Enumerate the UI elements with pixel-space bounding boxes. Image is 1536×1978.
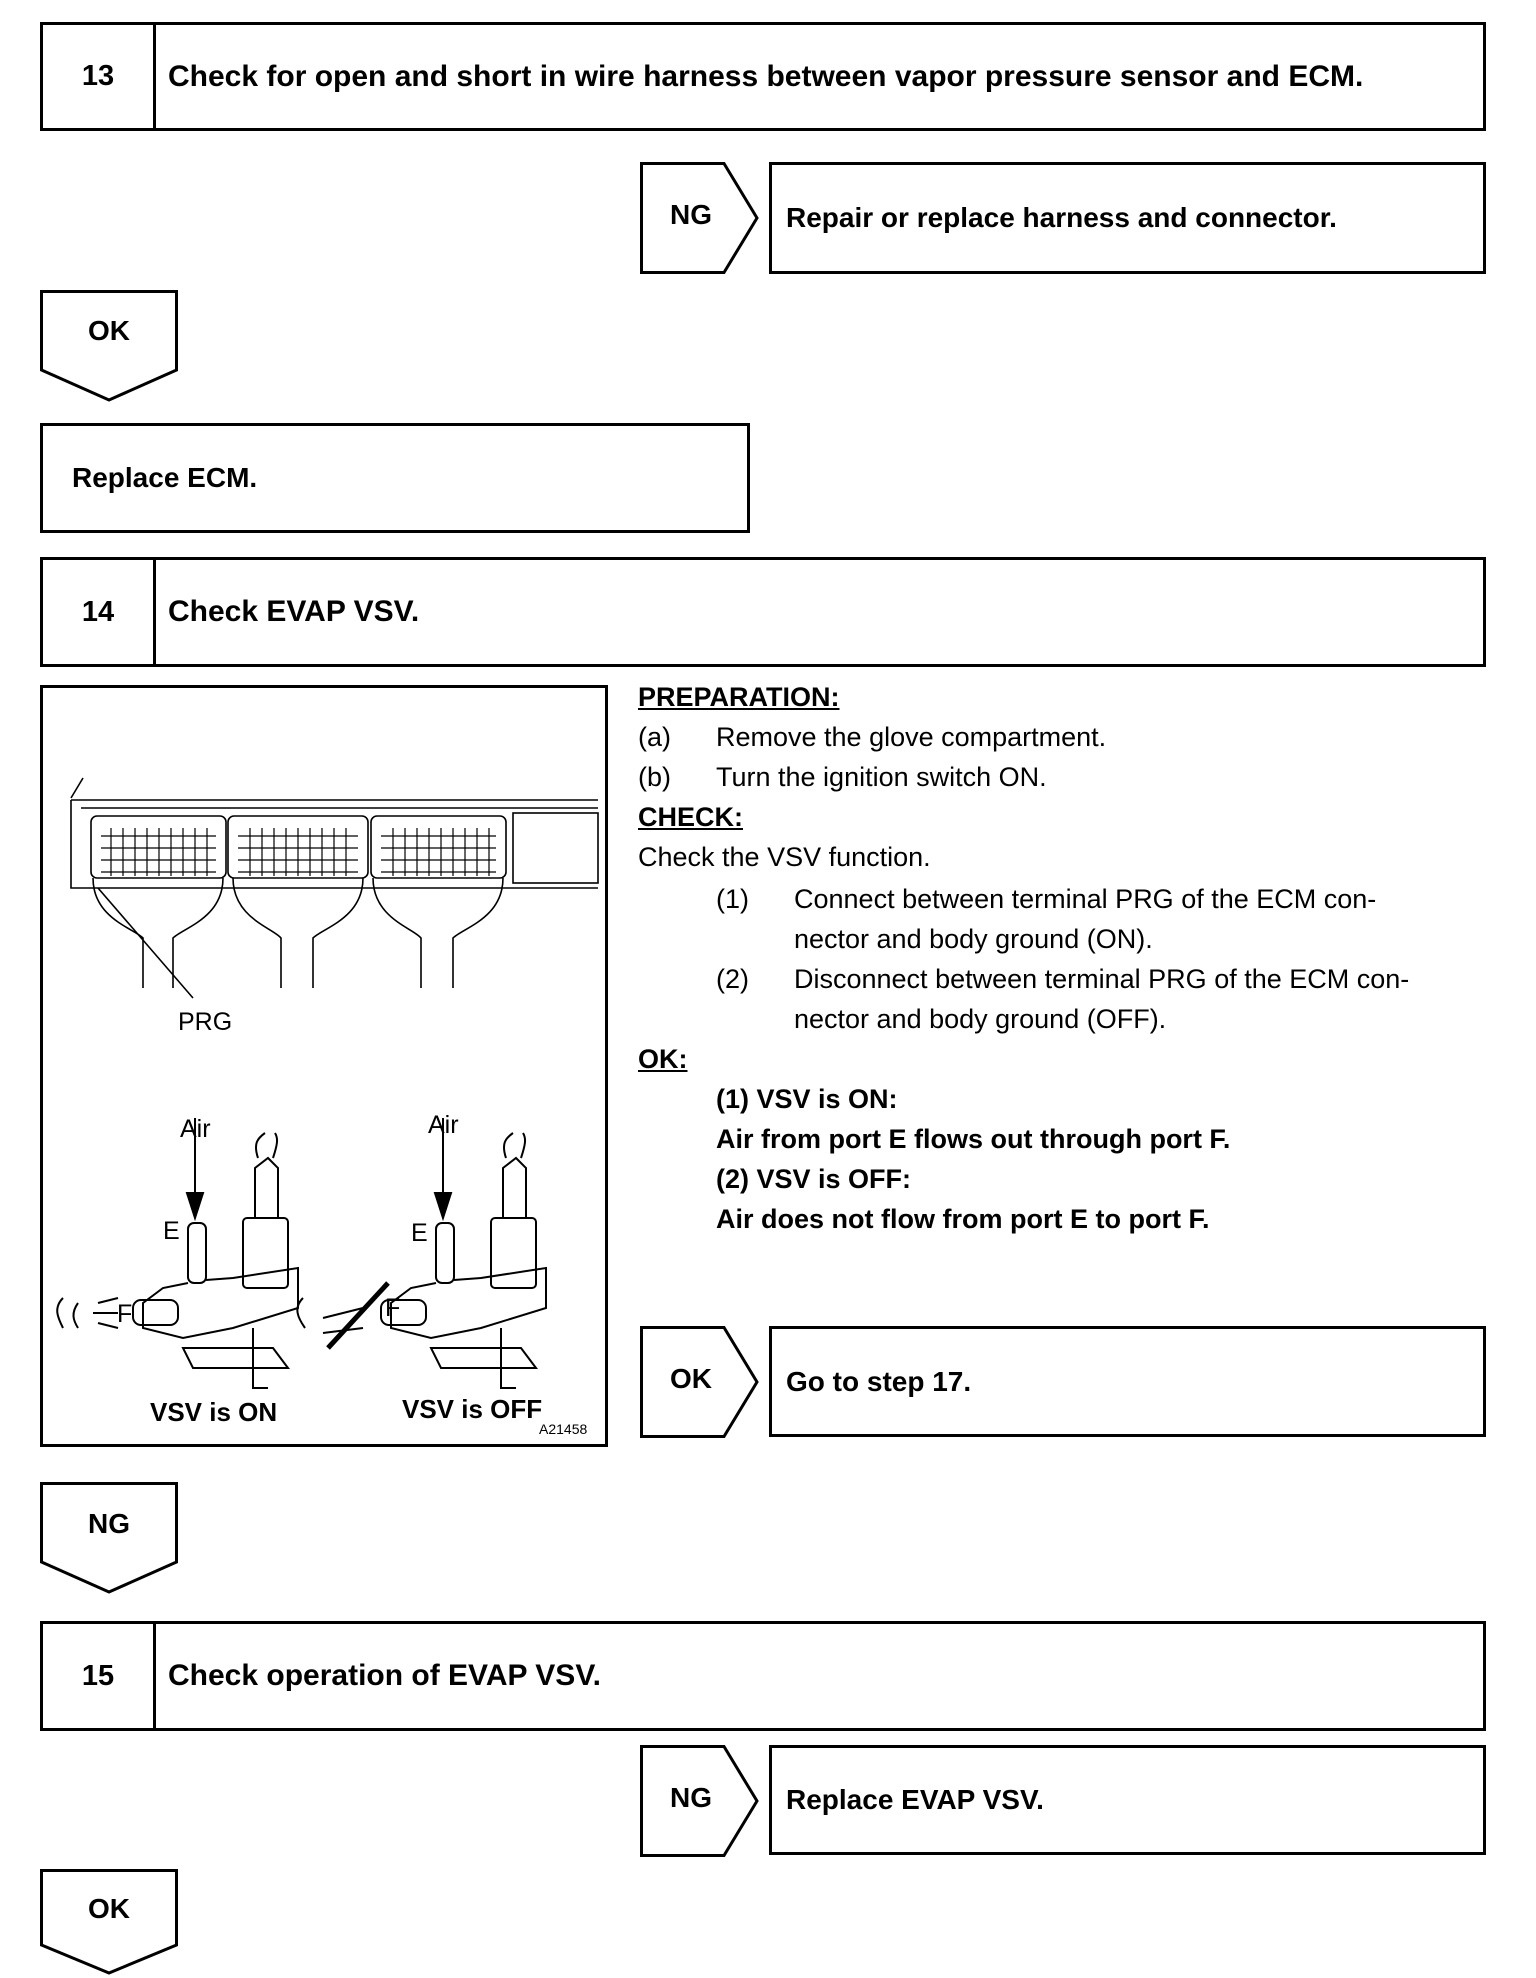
air-label-left: Air bbox=[180, 1115, 211, 1143]
step-14-ok-result: Go to step 17. bbox=[769, 1326, 1486, 1437]
figure-id: A21458 bbox=[539, 1421, 588, 1437]
prep-a-text: Remove the glove compartment. bbox=[716, 722, 1107, 752]
port-f-label-right: F bbox=[385, 1294, 401, 1322]
step-14-ng-label: NG bbox=[88, 1508, 130, 1539]
step-13-ng-arrow bbox=[640, 162, 759, 274]
check-1-marker: (1) bbox=[716, 884, 749, 914]
step-15-ng-result-text: Replace EVAP VSV. bbox=[786, 1784, 1044, 1815]
port-f-label-left: F bbox=[117, 1300, 133, 1328]
ecm-connector-illustration bbox=[56, 777, 599, 1389]
step-15-ok-arrow bbox=[40, 1869, 178, 1975]
step-13-ok-arrow bbox=[40, 290, 178, 402]
vsv-figure: PRG Air Air E E F F VSV is ON VSV is OFF… bbox=[40, 685, 608, 1447]
ok-line-3: (2) VSV is OFF: bbox=[716, 1164, 912, 1194]
step-15-ng-result: Replace EVAP VSV. bbox=[769, 1745, 1486, 1855]
ok-line-4: Air does not flow from port E to port F. bbox=[716, 1204, 1210, 1234]
step-15-title: Check operation of EVAP VSV. bbox=[168, 1659, 601, 1692]
step-13-ng-result-text: Repair or replace harness and connector. bbox=[786, 202, 1337, 233]
step-14-ng-arrow bbox=[40, 1482, 178, 1594]
prg-terminal-label: PRG bbox=[178, 1008, 233, 1036]
check-1-line1: Connect between terminal PRG of the ECM … bbox=[794, 884, 1377, 914]
ok-line-1: (1) VSV is ON: bbox=[716, 1084, 898, 1114]
caption-vsv-off: VSV is OFF bbox=[402, 1394, 543, 1424]
step-15-ok-label: OK bbox=[88, 1893, 130, 1924]
ok-line-2: Air from port E flows out through port F… bbox=[716, 1124, 1231, 1154]
step-15-header: 15 Check operation of EVAP VSV. bbox=[40, 1621, 1486, 1731]
step-14-ok-label: OK bbox=[670, 1363, 712, 1394]
step-13-ng-label: NG bbox=[670, 199, 712, 230]
ok-heading: OK: bbox=[638, 1044, 688, 1074]
port-e-label-right: E bbox=[411, 1219, 428, 1247]
step-13-number: 13 bbox=[43, 25, 156, 128]
step-13-header: 13 Check for open and short in wire harn… bbox=[40, 22, 1486, 131]
preparation-heading: PREPARATION: bbox=[638, 682, 840, 712]
check-1-line2: nector and body ground (ON). bbox=[794, 924, 1153, 954]
step-14-ok-result-text: Go to step 17. bbox=[786, 1365, 972, 1397]
step-14-title: Check EVAP VSV. bbox=[168, 595, 420, 628]
check-2-line1: Disconnect between terminal PRG of the E… bbox=[794, 964, 1410, 994]
caption-vsv-on: VSV is ON bbox=[150, 1397, 278, 1427]
check-2-line2: nector and body ground (OFF). bbox=[794, 1004, 1167, 1034]
check-2-marker: (2) bbox=[716, 964, 749, 994]
step-13-title: Check for open and short in wire harness… bbox=[168, 59, 1364, 93]
step-14-header: 14 Check EVAP VSV. bbox=[40, 557, 1486, 667]
step-14-number: 14 bbox=[43, 560, 156, 664]
prep-a-marker: (a) bbox=[638, 722, 671, 752]
step-15-ng-arrow bbox=[640, 1745, 759, 1857]
check-heading: CHECK: bbox=[638, 802, 743, 832]
prep-b-text: Turn the ignition switch ON. bbox=[716, 762, 1047, 792]
step-13-ok-label: OK bbox=[88, 315, 130, 346]
port-e-label-left: E bbox=[163, 1217, 180, 1245]
step-13-ok-result-text: Replace ECM. bbox=[72, 462, 258, 493]
prep-b-marker: (b) bbox=[638, 762, 671, 792]
step-13-ng-result: Repair or replace harness and connector. bbox=[769, 162, 1486, 274]
step-14-ok-arrow bbox=[640, 1326, 759, 1438]
check-intro: Check the VSV function. bbox=[638, 842, 931, 872]
step-15-ng-label: NG bbox=[670, 1782, 712, 1813]
air-label-right: Air bbox=[428, 1111, 459, 1139]
step-15-number: 15 bbox=[43, 1624, 156, 1728]
step-13-ok-result: Replace ECM. bbox=[40, 423, 750, 533]
